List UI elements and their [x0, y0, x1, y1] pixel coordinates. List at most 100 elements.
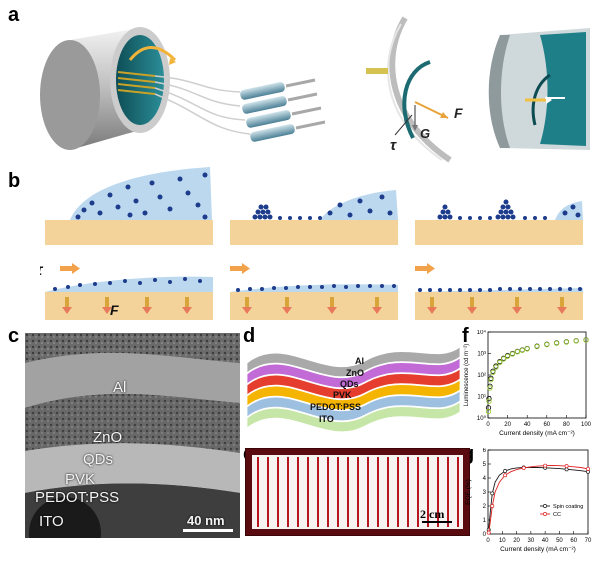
data-point [487, 385, 493, 391]
data-point [586, 466, 590, 471]
data-point [501, 356, 507, 362]
scale-bar [183, 529, 233, 532]
y-tick-label: 10³ [477, 352, 486, 358]
y-axis-label: Luminescence (cd m⁻²) [464, 344, 470, 407]
data-point [487, 383, 493, 389]
data-point [485, 405, 492, 411]
plot-frame [487, 449, 589, 535]
force-label: F [454, 105, 463, 121]
panel-letter-b: b [8, 170, 21, 192]
scale-bar-e-label: 2 cm [420, 507, 445, 521]
data-point [524, 346, 530, 352]
legend-marker [543, 504, 547, 508]
data-point [509, 351, 516, 357]
data-point [493, 364, 499, 370]
shear-label-b: τ [40, 262, 44, 279]
stack-label-ito: ITO [319, 414, 334, 424]
shear-label: τ [390, 137, 397, 154]
x-tick-label: 0 [486, 422, 490, 428]
stack-layer [246, 379, 461, 410]
data-point [488, 377, 494, 383]
panel-letter-a: a [8, 4, 20, 26]
x-tick-label: 0 [486, 538, 490, 544]
syringe-icon [240, 78, 326, 142]
y-tick-label: 10⁴ [477, 330, 487, 336]
stack-label-qds: QDs [340, 379, 359, 389]
stack-layer [246, 357, 461, 388]
data-point [490, 504, 495, 508]
y-tick-label: 2 [483, 504, 487, 510]
data-point [521, 465, 526, 470]
data-point [573, 338, 579, 344]
tem-label-al: Al [113, 379, 127, 396]
data-point [503, 473, 508, 478]
force-diagram [366, 16, 452, 163]
data-point [497, 359, 503, 366]
stack-label-pedot: PEDOT:PSS [310, 402, 361, 412]
gravity-label: G [420, 126, 430, 141]
stack-label-pvk: PVK [333, 390, 352, 400]
panel-b-illustration: τ F [40, 167, 583, 320]
y-tick-label: 5 [483, 462, 487, 468]
data-point [490, 491, 495, 496]
stack-layer [246, 346, 461, 377]
panel-letter-f: f [462, 325, 469, 347]
data-point [519, 347, 525, 354]
panel-a-illustration: G F τ [40, 16, 590, 163]
force-arrow-icon [62, 297, 567, 314]
y-axis-label: EQE (%) [465, 479, 472, 505]
quantum-dots [75, 172, 581, 220]
device-photo: 2 cm [245, 448, 470, 536]
tem-label-pedot: PEDOT:PSS [35, 489, 120, 506]
cylinder-interior-icon [488, 28, 590, 150]
x-tick-label: 60 [543, 422, 550, 428]
data-point [543, 463, 548, 468]
y-tick-label: 1 [483, 518, 487, 524]
x-tick-label: 40 [542, 538, 549, 544]
tem-label-ito: ITO [39, 513, 64, 530]
layer-stack-diagram: Al ZnO QDs PVK PEDOT:PSS ITO [246, 346, 461, 432]
x-tick-label: 30 [528, 538, 535, 544]
scale-bar-e [422, 521, 452, 523]
data-point [490, 369, 496, 376]
stack-label-al: Al [355, 356, 364, 366]
stack-layer [246, 401, 461, 432]
feed-tubes [117, 71, 156, 95]
data-point [486, 530, 491, 535]
stack-label-zno: ZnO [346, 368, 364, 378]
data-point [564, 464, 569, 469]
panel-letter-c: c [8, 325, 20, 347]
y-tick-label: 10² [477, 373, 486, 379]
legend-marker [543, 512, 547, 516]
plot-frame [487, 331, 587, 419]
data-point [544, 341, 550, 348]
x-tick-label: 60 [570, 538, 577, 544]
data-point [503, 469, 508, 473]
data-point [486, 395, 492, 402]
x-tick-label: 10 [499, 538, 506, 544]
x-axis-label: Current density (mA cm⁻²) [499, 430, 575, 437]
panel-letter-d: d [243, 325, 256, 347]
data-point [486, 398, 492, 404]
y-tick-label: 0 [483, 532, 487, 538]
y-tick-label: 10⁰ [477, 415, 487, 422]
data-point [504, 353, 511, 359]
x-tick-label: 40 [524, 422, 531, 428]
force-label-b: F [110, 302, 119, 318]
data-point [553, 340, 560, 346]
data-point [514, 349, 521, 355]
stack-layer [246, 390, 461, 421]
data-point [485, 408, 492, 415]
x-tick-label: 80 [563, 422, 570, 428]
data-point [583, 337, 589, 343]
shear-arrow-icon [60, 263, 435, 274]
y-tick-label: 6 [483, 448, 487, 454]
y-tick-label: 4 [483, 476, 487, 482]
x-tick-label: 20 [513, 538, 520, 544]
x-tick-label: 70 [585, 538, 592, 544]
x-tick-label: 50 [556, 538, 563, 544]
y-tick-label: 3 [483, 490, 487, 496]
x-tick-label: 100 [581, 422, 592, 428]
